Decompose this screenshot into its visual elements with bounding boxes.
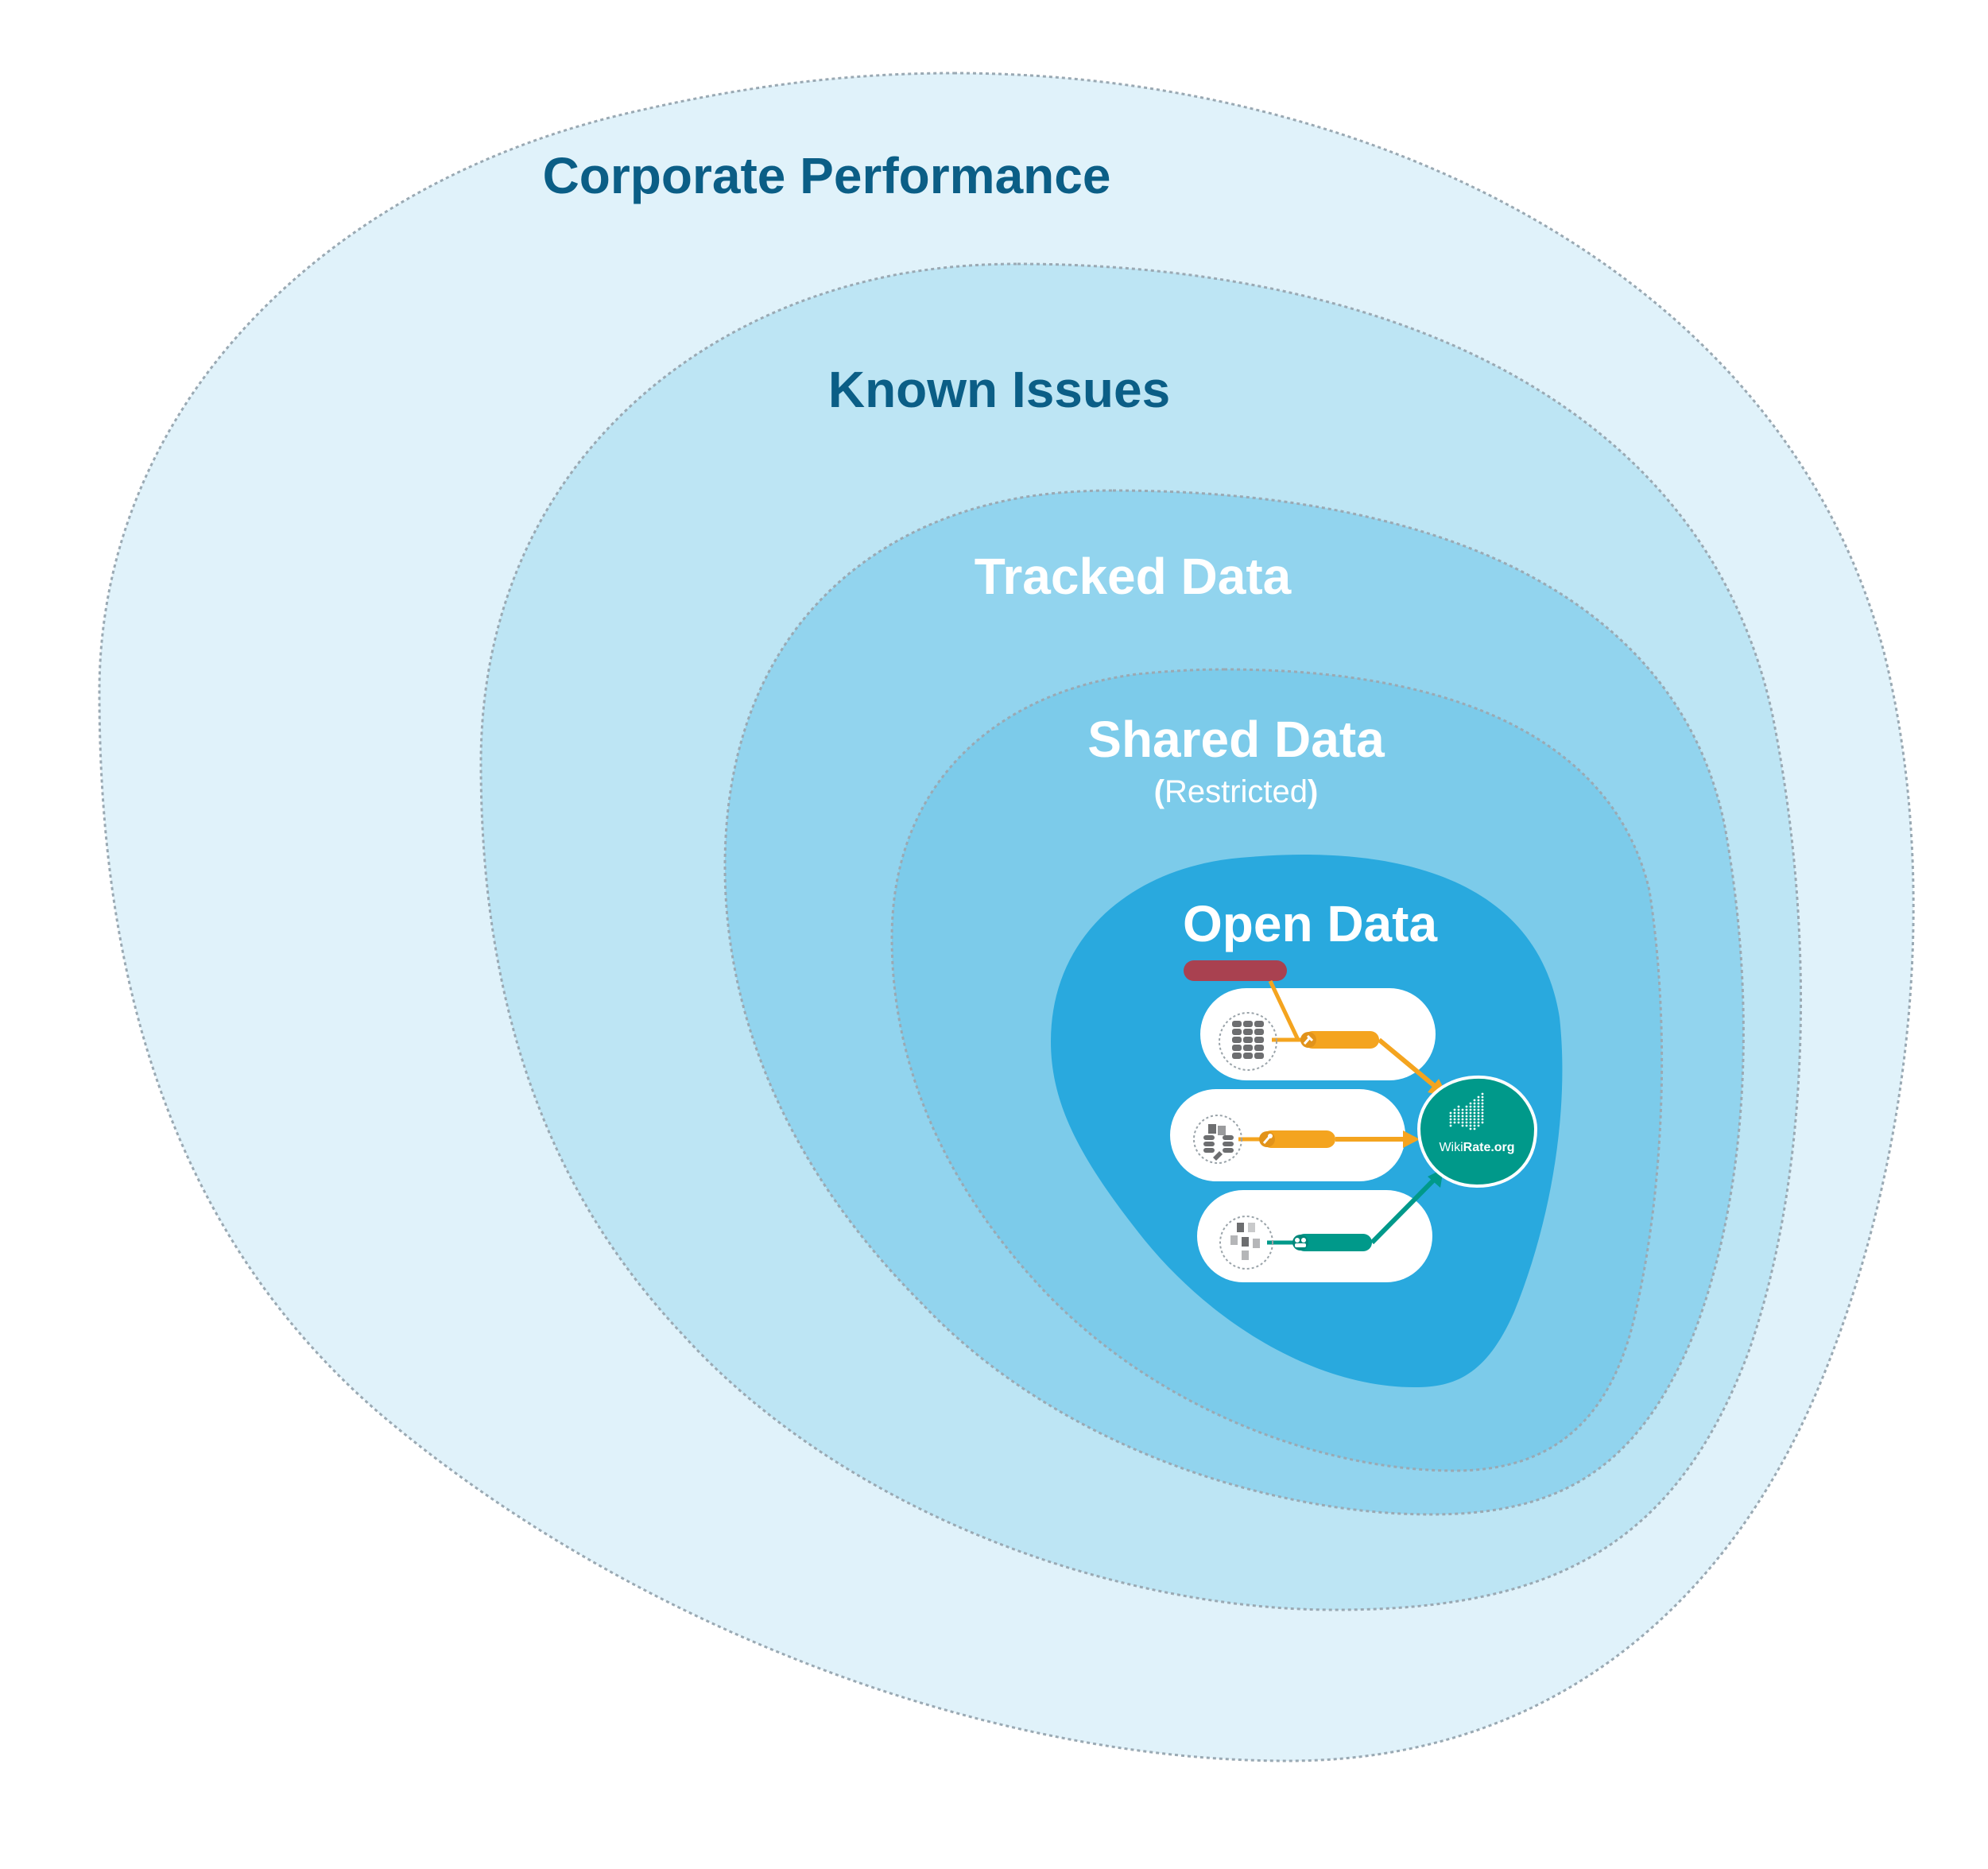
label-tracked-data: Tracked Data	[975, 548, 1292, 605]
database-integration-icon	[1193, 1115, 1242, 1164]
label-restricted: (Restricted)	[1154, 774, 1319, 809]
wikirate-logo-icon	[1449, 1092, 1484, 1130]
wikirate-node[interactable]: WikiRate.org	[1416, 1075, 1538, 1188]
label-corporate-performance: Corporate Performance	[543, 147, 1111, 204]
wrench-icon	[1259, 1131, 1275, 1147]
label-open-data: Open Data	[1183, 895, 1437, 952]
plug-icon	[1300, 1032, 1316, 1048]
label-shared-data: Shared Data	[1087, 711, 1385, 768]
documents-icon	[1219, 1216, 1273, 1270]
database-stack-icon	[1219, 1012, 1277, 1071]
wikirate-label: WikiRate.org	[1439, 1141, 1514, 1154]
label-known-issues: Known Issues	[828, 361, 1170, 418]
source-tag	[1184, 960, 1287, 981]
people-icon	[1292, 1235, 1308, 1251]
